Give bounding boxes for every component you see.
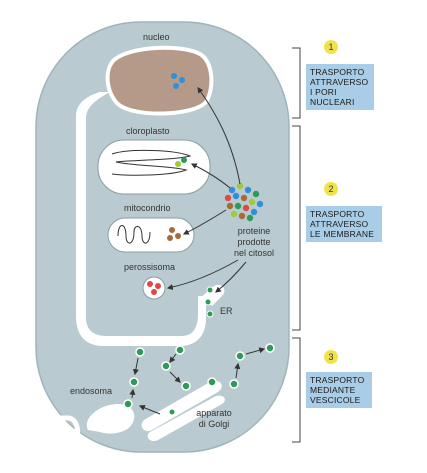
label-er: ER	[220, 306, 233, 316]
step-3-line-1: TRASPORTO	[310, 375, 365, 385]
step-1-line-1: TRASPORTO	[310, 67, 365, 77]
arrow-to-er	[215, 261, 247, 293]
step-3-box: TRASPORTO MEDIANTE VESCICOLE	[306, 372, 372, 408]
arrow-endosome-up	[129, 388, 136, 399]
step-1-line-3: I PORI	[310, 87, 337, 97]
step-1-line-2: ATTRAVERSO	[310, 77, 369, 87]
bracket-step-2	[292, 125, 301, 331]
label-mitochondrion: mitocondrio	[124, 203, 171, 213]
label-cytosol-proteins-line-2: prodotte	[237, 237, 271, 247]
mitochondrion	[107, 217, 195, 253]
bracket-step-1	[292, 47, 301, 119]
endosome	[86, 404, 135, 434]
golgi-apparatus	[141, 380, 222, 432]
arrow-to-mitochondrion	[182, 209, 227, 235]
step-3-badge: 3	[324, 350, 338, 364]
step-3-line-2: MEDIANTE	[310, 385, 356, 395]
label-nucleus: nucleo	[143, 32, 170, 42]
label-peroxisome: perossisoma	[124, 262, 176, 272]
cell-membrane-notch	[36, 415, 81, 441]
nuclear-proteins	[171, 73, 185, 89]
arrow-vesicle-to-golgi	[169, 371, 181, 383]
step-1-line-4: NUCLEARI	[310, 97, 355, 107]
label-cytosol-proteins-line-1: proteine	[237, 226, 271, 236]
arrow-to-nucleus	[197, 87, 241, 185]
arrow-er-to-endosome	[132, 357, 139, 376]
mitochondrion-proteins	[167, 227, 181, 241]
peroxisome	[142, 276, 166, 300]
arrow-to-peroxisome	[166, 259, 239, 290]
label-endosome: endosoma	[70, 386, 113, 396]
arrow-to-chloroplast	[190, 163, 231, 189]
label-golgi: apparato di Golgi	[184, 408, 244, 430]
step-2-line-3: LE MEMBRANE	[310, 229, 375, 239]
mitochondrion-cristae	[117, 225, 151, 244]
bracket-step-3	[292, 337, 301, 443]
arrow-to-membrane	[245, 347, 266, 355]
transport-vesicles	[123, 343, 275, 416]
step-3-line-3: VESCICOLE	[310, 395, 361, 405]
step-2-badge: 2	[324, 182, 338, 196]
chloroplast	[97, 139, 211, 195]
label-chloroplast: cloroplasto	[126, 126, 170, 136]
step-2-line-2: ATTRAVERSO	[310, 219, 369, 229]
step-2-box: TRASPORTO ATTRAVERSO LE MEMBRANE	[306, 206, 382, 242]
cytosol-protein-cluster	[224, 182, 264, 222]
step-1-badge: 1	[324, 40, 338, 54]
step-1-box: TRASPORTO ATTRAVERSO I PORI NUCLEARI	[306, 64, 374, 110]
label-golgi-line-1: apparato	[196, 408, 232, 418]
peroxisome-proteins	[147, 281, 161, 295]
label-golgi-line-2: di Golgi	[198, 419, 230, 429]
er-vesicles	[204, 286, 214, 318]
arrow-golgi-to-endosome	[138, 404, 161, 415]
nucleus	[105, 45, 214, 116]
chloroplast-thylakoids	[111, 149, 192, 176]
arrow-golgi-up	[234, 362, 241, 379]
golgi-cisterna	[147, 395, 225, 442]
chloroplast-proteins	[175, 157, 187, 167]
arrow-er-to-vesicle	[169, 353, 177, 363]
label-cytosol-proteins-line-3: nel citosol	[233, 248, 275, 258]
label-cytosol-proteins: proteine prodotte nel citosol	[222, 226, 286, 259]
step-2-line-1: TRASPORTO	[310, 209, 365, 219]
